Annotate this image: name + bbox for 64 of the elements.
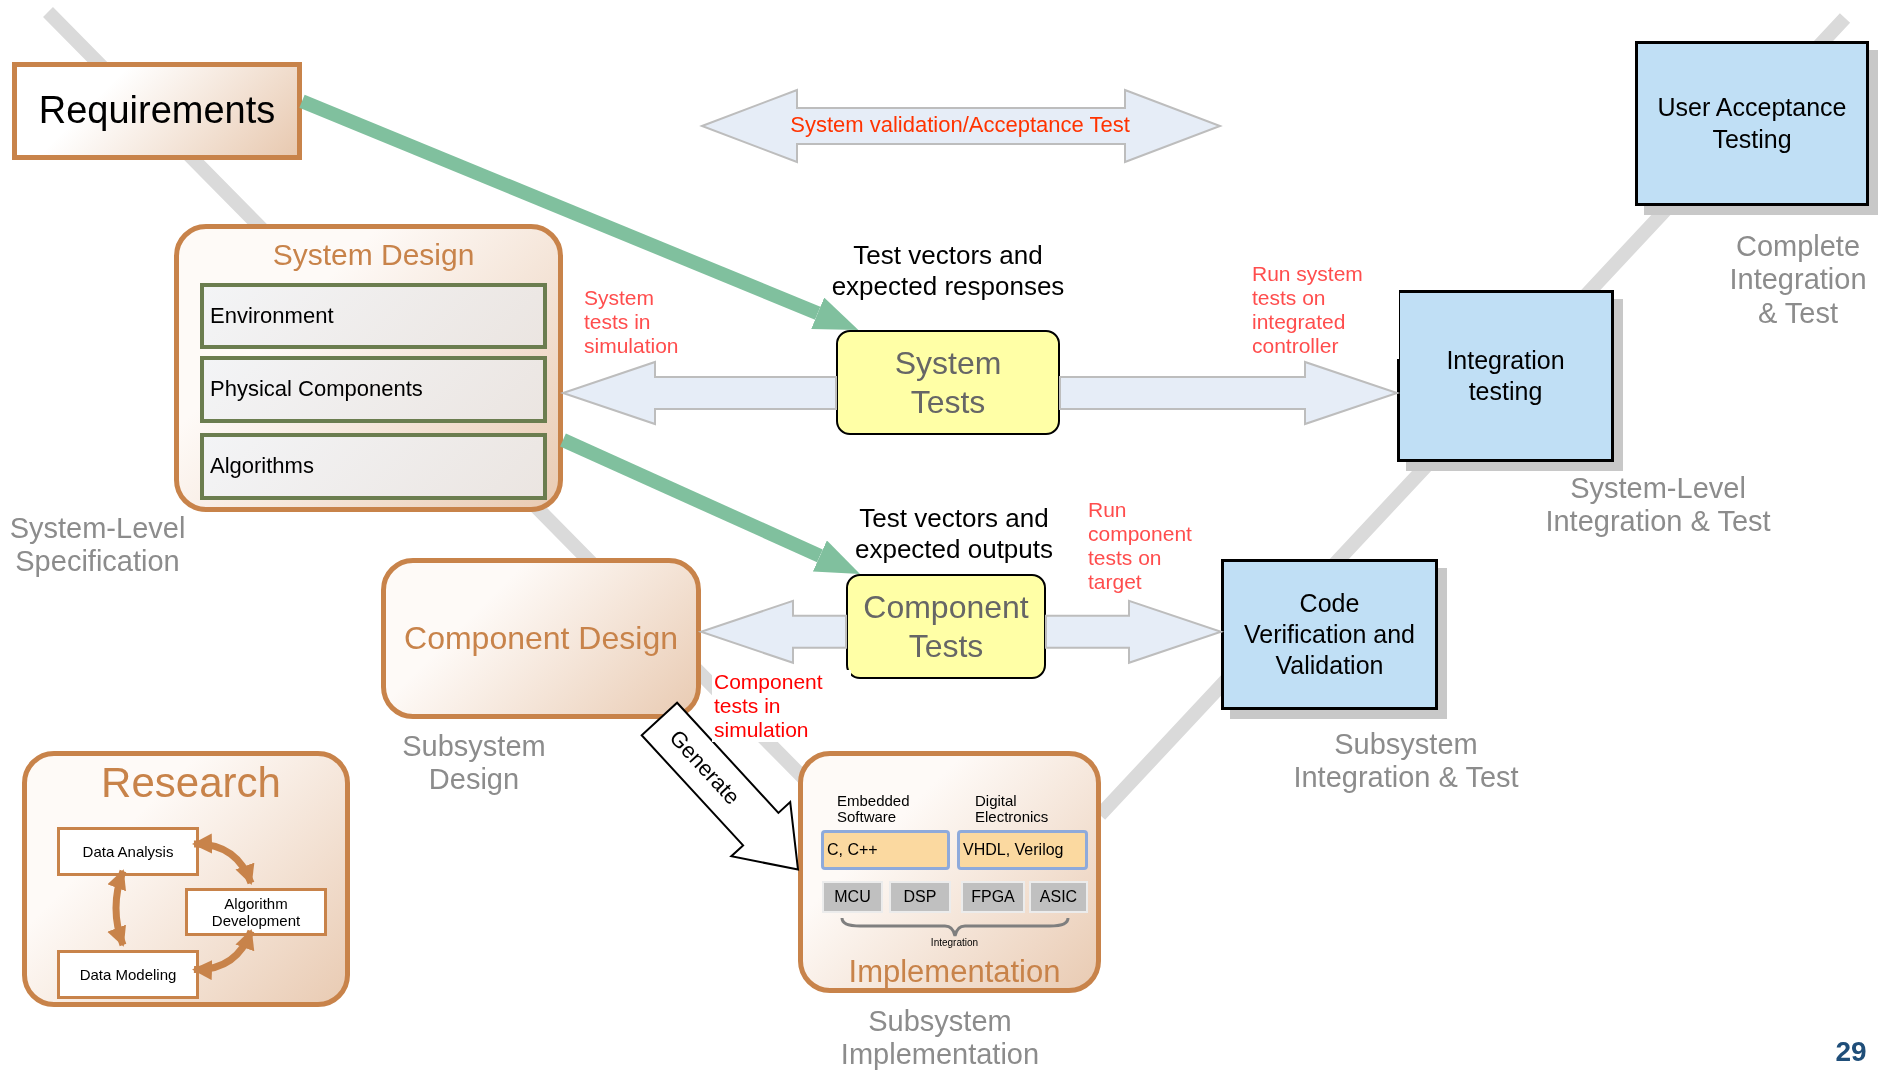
phase-label: Complete Integration & Test bbox=[1728, 230, 1868, 331]
box-label: Data Modeling bbox=[79, 965, 177, 984]
box-label: Requirements bbox=[38, 88, 276, 134]
note-text: Test vectors and expected responses bbox=[830, 240, 1066, 303]
stage-panel bbox=[22, 751, 350, 1007]
phase-label: System-Level Integration & Test bbox=[1544, 472, 1772, 539]
phase-label: Subsystem Design bbox=[401, 730, 547, 797]
stage-panel bbox=[174, 224, 563, 512]
language-box bbox=[957, 830, 1088, 870]
stage-panel bbox=[798, 751, 1101, 993]
brace-label: Integration bbox=[930, 937, 979, 949]
phase-label: System-Level Specification bbox=[8, 512, 187, 579]
test-box bbox=[846, 574, 1046, 679]
box-label: FPGA bbox=[971, 887, 1015, 907]
box-label: Component Design bbox=[404, 619, 678, 658]
box-label: C, C++ bbox=[826, 840, 878, 860]
box-label: System Tests bbox=[893, 344, 1003, 421]
test-box bbox=[836, 330, 1060, 435]
language-box bbox=[821, 830, 950, 870]
box-label: User Acceptance Testing bbox=[1656, 92, 1848, 155]
phase-label: Subsystem Integration & Test bbox=[1292, 728, 1520, 795]
hardware-chip-box bbox=[961, 881, 1025, 913]
box-label: Algorithm Development bbox=[210, 894, 302, 930]
box-label: Algorithms bbox=[209, 453, 314, 480]
block-arrow bbox=[697, 599, 847, 665]
box-label: Data Analysis bbox=[82, 842, 174, 861]
box-label: DSP bbox=[903, 887, 937, 907]
arrow bbox=[299, 94, 859, 330]
box-label: MCU bbox=[834, 887, 871, 907]
box-label: Code Verification and Validation bbox=[1243, 587, 1416, 682]
hardware-chip-box bbox=[822, 881, 883, 913]
research-step-box bbox=[57, 827, 199, 876]
box-label: Environment bbox=[209, 302, 334, 330]
design-item-box bbox=[200, 433, 547, 500]
block-arrow bbox=[1059, 360, 1401, 426]
research-step-box bbox=[185, 888, 327, 936]
box-label: Integration testing bbox=[1445, 344, 1566, 407]
box-label: Research bbox=[101, 758, 281, 808]
design-item-box bbox=[200, 283, 547, 349]
block-arrow bbox=[640, 701, 800, 871]
box-label: ASIC bbox=[1039, 887, 1078, 907]
hardware-chip-box bbox=[889, 881, 951, 913]
arrow bbox=[560, 433, 860, 574]
requirements-box bbox=[12, 62, 302, 160]
page-number: 29 bbox=[1834, 1036, 1868, 1068]
curved-arrow bbox=[107, 869, 127, 947]
box-label: Component Tests bbox=[862, 588, 1030, 665]
phase-label: Subsystem Implementation bbox=[839, 1005, 1041, 1072]
box-label: Implementation bbox=[848, 953, 1061, 991]
note-text: Test vectors and expected outputs bbox=[853, 503, 1054, 566]
arrow-label: System validation/Acceptance Test bbox=[789, 112, 1131, 138]
design-item-box bbox=[200, 356, 547, 423]
block-arrow bbox=[1045, 599, 1225, 665]
box-label: Physical Components bbox=[209, 376, 423, 403]
box-label: Embedded Software bbox=[837, 793, 911, 825]
research-step-box bbox=[57, 950, 199, 999]
box-label: Digital Electronics bbox=[975, 793, 1050, 825]
hardware-chip-box bbox=[1029, 881, 1088, 913]
box-label: VHDL, Verilog bbox=[962, 840, 1064, 860]
curved-arrow bbox=[192, 929, 255, 980]
curved-arrow bbox=[192, 834, 255, 885]
stage-panel bbox=[381, 558, 701, 719]
box-label: System Design bbox=[272, 237, 475, 273]
block-arrow bbox=[559, 360, 837, 426]
